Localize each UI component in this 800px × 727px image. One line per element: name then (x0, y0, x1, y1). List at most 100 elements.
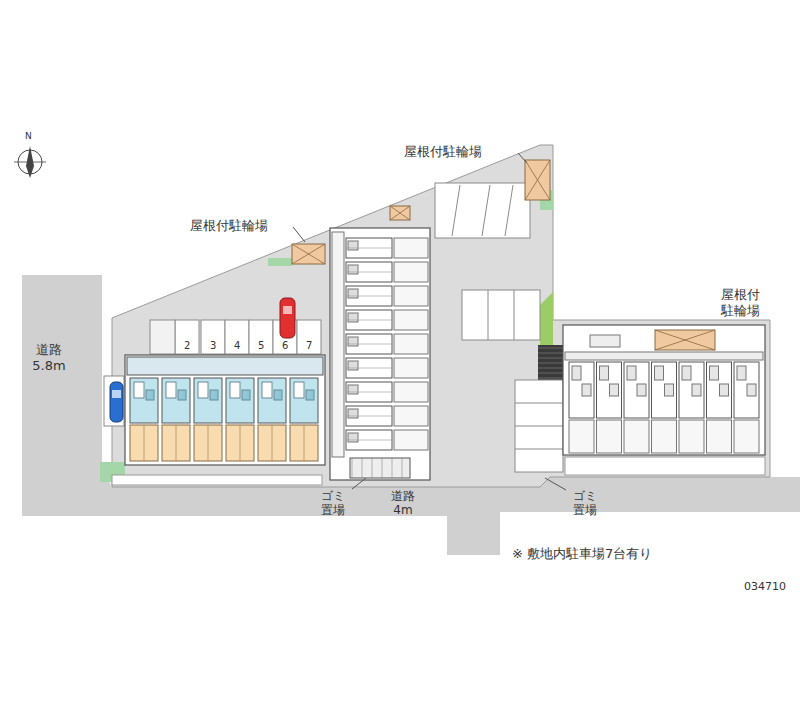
stall-line (452, 185, 460, 236)
unit-room (230, 382, 240, 398)
unit (346, 310, 392, 330)
stair-line (382, 458, 383, 478)
stall-line (505, 185, 513, 236)
green-area (540, 305, 553, 345)
stall-line (515, 426, 563, 427)
parking-stall (104, 376, 124, 426)
unit (346, 262, 392, 282)
unit-line (346, 392, 392, 393)
shed-cross (292, 244, 325, 264)
unit-line (176, 425, 177, 461)
unit-room (348, 265, 358, 274)
step-line (538, 368, 563, 369)
unit-line (346, 248, 392, 249)
unit (707, 362, 732, 418)
unit (130, 378, 158, 423)
unit-room (600, 366, 609, 380)
unit-line (346, 296, 392, 297)
bicycle-shed (655, 330, 715, 350)
unit-room (306, 390, 314, 400)
unit-room (348, 361, 358, 370)
unit-room (274, 390, 282, 400)
unit-line (346, 416, 392, 417)
unit-line (346, 272, 392, 273)
bicycle-shed (390, 206, 410, 220)
unit-room (348, 313, 358, 322)
corridor (332, 232, 344, 457)
parking-stall (175, 320, 199, 354)
bicycle-shed (525, 160, 550, 200)
unit-room (178, 390, 186, 400)
unit-room (348, 337, 358, 346)
shed-cross (292, 244, 325, 264)
green-area (268, 258, 292, 266)
unit-line (272, 425, 273, 461)
unit-room (134, 382, 144, 398)
unit (258, 425, 286, 461)
unit (130, 425, 158, 461)
unit-line (346, 320, 392, 321)
shed-cross (525, 160, 550, 200)
property-code: 034710 (744, 580, 786, 593)
unit-room (710, 366, 719, 380)
unit (194, 425, 222, 461)
unit-room (348, 409, 358, 418)
walkway (565, 457, 765, 475)
unit (162, 378, 190, 423)
unit-room (627, 366, 636, 380)
corridor (565, 352, 763, 360)
parking-stall (150, 320, 175, 354)
shed-cross (390, 206, 410, 220)
shed-cross (655, 330, 715, 350)
balcony (394, 334, 428, 354)
unit-room (610, 384, 619, 396)
unit-room (682, 366, 691, 380)
step-line (538, 378, 563, 379)
apartment-building (563, 325, 765, 455)
unit-room (348, 289, 358, 298)
step-line (538, 373, 563, 374)
unit (290, 378, 318, 423)
place-label: 屋根付駐輪場 (404, 144, 482, 160)
balcony (394, 382, 428, 402)
leader-line (518, 153, 527, 163)
car (110, 382, 123, 422)
unit (346, 430, 392, 450)
site-lot (112, 145, 770, 487)
steps (538, 345, 563, 385)
unit (624, 362, 649, 418)
step-line (538, 363, 563, 364)
stair-line (352, 458, 353, 478)
place-label: ゴミ 置場 (314, 489, 352, 518)
leader-line (293, 227, 305, 242)
road (22, 477, 800, 555)
unit (346, 238, 392, 258)
corridor (127, 357, 323, 375)
leader-line (352, 478, 366, 489)
balcony (394, 310, 428, 330)
balcony (707, 420, 732, 453)
unit-room (692, 384, 701, 396)
shed-cross (655, 330, 715, 350)
stairs (590, 335, 620, 347)
balcony (394, 406, 428, 426)
balcony (679, 420, 704, 453)
place-label: ゴミ 置場 (566, 489, 604, 518)
unit-line (240, 425, 241, 461)
unit (346, 406, 392, 426)
place-label: 道路 5.8m (24, 342, 74, 373)
unit-room (637, 384, 646, 396)
leader-line (545, 478, 566, 490)
stall-number: 7 (306, 340, 312, 352)
unit (346, 286, 392, 306)
stall-line (515, 403, 563, 404)
unit (226, 425, 254, 461)
place-label: 屋根付駐輪場 (190, 218, 268, 234)
parking-area (462, 290, 540, 340)
unit (679, 362, 704, 418)
stair-line (362, 458, 363, 478)
balcony (394, 238, 428, 258)
unit (226, 378, 254, 423)
parking-stall (297, 320, 321, 354)
